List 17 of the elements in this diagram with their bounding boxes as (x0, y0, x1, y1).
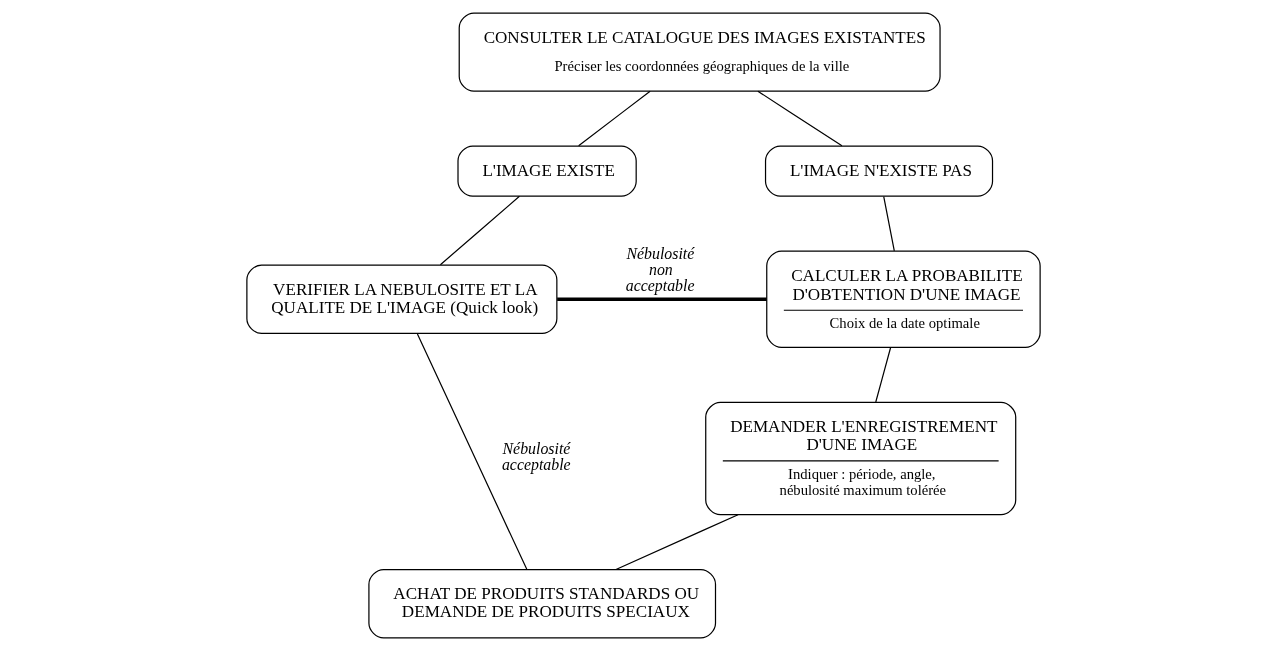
node-box: DEMANDER L'ENREGISTREMENT D'UNE IMAGE Indiquer : période, angle, nébulosité maximum tolérée (705, 401, 1017, 516)
node-box: ACHAT DE PRODUITS STANDARDS OU DEMANDE DE PRODUITS SPECIAUX (368, 568, 717, 639)
connector (883, 195, 895, 252)
connector (615, 514, 739, 571)
node-box: CALCULER LA PROBABILITE D'OBTENTION D'UNE IMAGE Choix de la date optimale (766, 250, 1041, 349)
edge-label: Nébulosité non acceptable (625, 245, 695, 295)
node-box: CONSULTER LE CATALOGUE DES IMAGES EXISTANTES Préciser les coordonnées géographiques de la ville (458, 12, 941, 92)
edge-label: Nébulosité acceptable (501, 440, 571, 473)
node-box: VERIFIER LA NEBULOSITE ET LA QUALITE DE L'IMAGE (Quick look) (246, 264, 558, 335)
connector (757, 90, 843, 147)
connector (439, 195, 521, 266)
connector (557, 297, 767, 302)
connector (875, 346, 892, 403)
connector (578, 90, 651, 147)
node-box: L'IMAGE EXISTE (457, 145, 637, 197)
node-box: L'IMAGE N'EXISTE PAS (764, 145, 994, 197)
connector (416, 333, 528, 570)
